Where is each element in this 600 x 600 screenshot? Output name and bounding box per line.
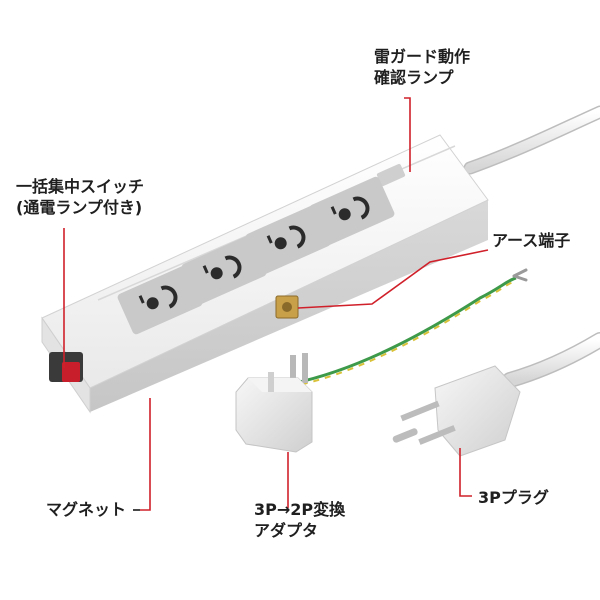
- label-adapter-line2: アダプタ: [254, 521, 319, 540]
- label-adapter: 3P→2P変換 アダプタ: [254, 499, 345, 541]
- adapter: [235, 353, 313, 453]
- outlet: [245, 205, 331, 275]
- leader-lamp: [404, 97, 411, 172]
- earth-wire: [289, 268, 528, 388]
- label-switch-line2: (通電ランプ付き): [16, 198, 143, 217]
- label-plug: 3Pプラグ: [478, 487, 549, 508]
- label-magnet-text: マグネット: [46, 500, 127, 519]
- earth-terminal: [275, 295, 299, 319]
- master-switch: [49, 352, 83, 382]
- leader-magnet: [140, 398, 151, 511]
- label-lamp-line1: 雷ガード動作: [374, 47, 471, 66]
- leader-plug: [459, 448, 472, 497]
- label-plug-text: 3Pプラグ: [478, 488, 549, 507]
- outlet: [117, 265, 203, 335]
- label-magnet: マグネット: [46, 499, 126, 520]
- leader-earth: [297, 249, 489, 309]
- three-prong-plug: [392, 332, 600, 457]
- outlet: [309, 176, 395, 246]
- label-earth: アース端子: [492, 230, 570, 251]
- power-strip: [41, 134, 489, 414]
- label-switch: 一括集中スイッチ (通電ランプ付き): [16, 176, 144, 218]
- label-lamp: 雷ガード動作 確認ランプ: [374, 46, 470, 88]
- label-ticks: [133, 509, 140, 511]
- label-switch-line1: 一括集中スイッチ: [16, 177, 145, 196]
- label-earth-text: アース端子: [492, 231, 571, 250]
- outlet: [181, 235, 267, 305]
- leader-lines: [63, 97, 489, 511]
- label-adapter-line1: 3P→2P変換: [254, 500, 346, 519]
- power-strip-cord: [463, 105, 600, 175]
- label-lamp-line2: 確認ランプ: [374, 68, 454, 87]
